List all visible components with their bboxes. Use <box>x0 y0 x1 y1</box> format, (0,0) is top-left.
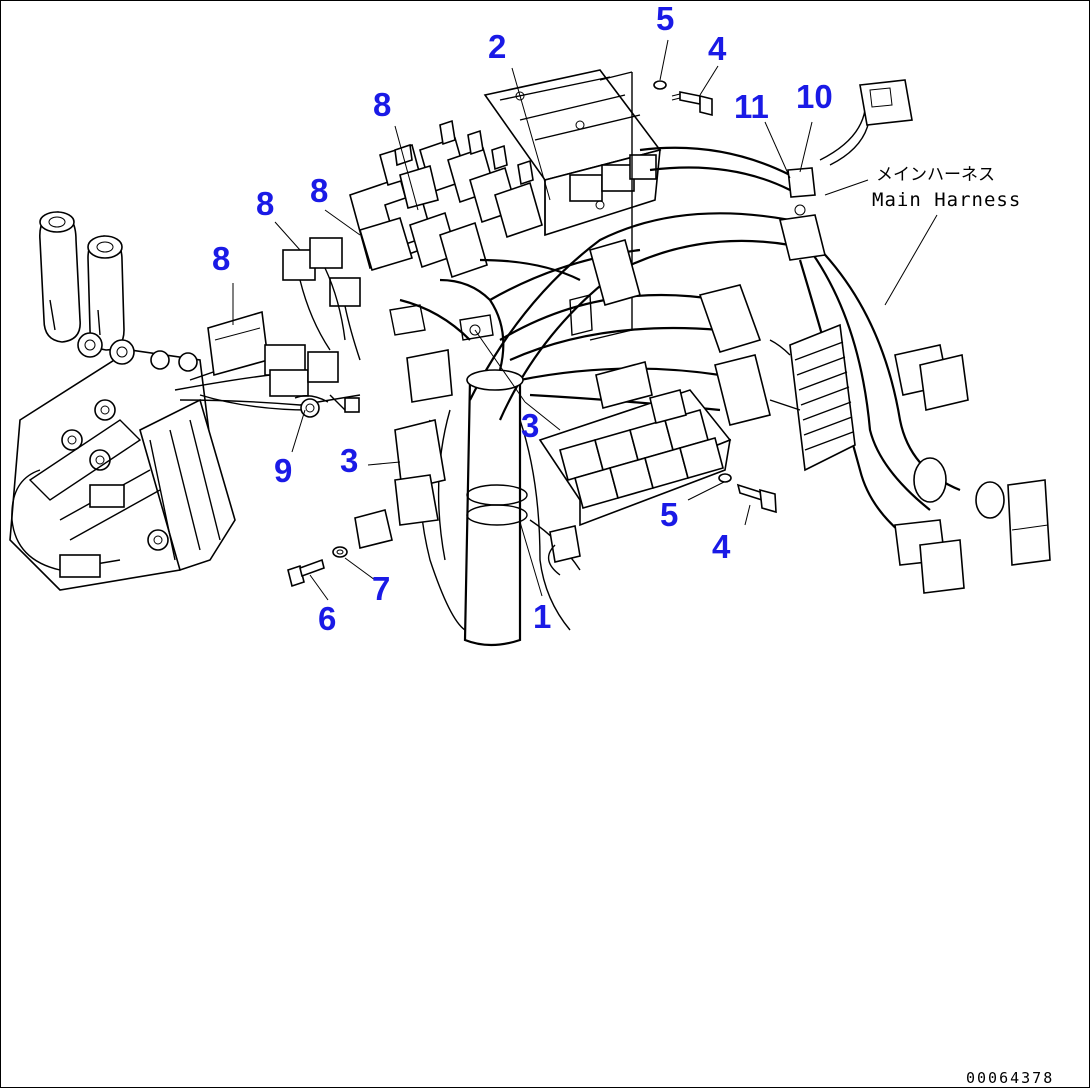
callout-3-left: 3 <box>340 442 358 479</box>
callout-5-top: 5 <box>656 0 674 37</box>
callout-1: 1 <box>533 598 551 635</box>
callout-8-left: 8 <box>256 185 274 222</box>
callout-7: 7 <box>372 570 390 607</box>
callout-8-far-left: 8 <box>212 240 230 277</box>
bolt-6 <box>287 558 325 588</box>
relay-8-left <box>207 310 269 377</box>
callout-3-center: 3 <box>521 407 539 444</box>
harness-clamps <box>589 214 1005 519</box>
connector-stack-right <box>769 323 856 472</box>
washer-5-top <box>653 80 667 90</box>
washer-7 <box>332 546 348 558</box>
callout-numbers: 2 5 4 11 10 8 8 8 8 9 3 3 5 4 7 6 1 <box>212 0 833 637</box>
document-number: 00064378 <box>966 1069 1054 1087</box>
clamp-10-11 <box>787 167 816 216</box>
callout-5-lower: 5 <box>660 496 678 533</box>
callout-9: 9 <box>274 452 292 489</box>
callout-6: 6 <box>318 600 336 637</box>
leader-lines <box>232 39 938 601</box>
bolt-4-top <box>671 91 713 117</box>
callout-2: 2 <box>488 28 506 65</box>
right-connectors <box>859 79 1051 594</box>
main-harness-label-english: Main Harness <box>872 189 1021 211</box>
callout-8-mid: 8 <box>310 172 328 209</box>
callout-4-lower: 4 <box>712 528 731 565</box>
relay-block-lower <box>538 361 732 527</box>
control-lever-assembly <box>9 211 236 591</box>
callout-8-top: 8 <box>373 86 391 123</box>
harness-trunk-1 <box>354 349 581 647</box>
connector-cluster-left <box>264 237 361 418</box>
callout-4-top: 4 <box>708 30 727 67</box>
bolt-4-lower <box>736 483 777 514</box>
washer-5-lower <box>718 473 732 483</box>
callout-11: 11 <box>734 88 769 125</box>
relay-blocks-top <box>349 119 543 279</box>
controller-box-2 <box>483 69 662 237</box>
main-harness-label-japanese: メインハーネス <box>876 165 995 185</box>
upper-harness-runs <box>389 258 593 371</box>
callout-10: 10 <box>796 78 833 115</box>
